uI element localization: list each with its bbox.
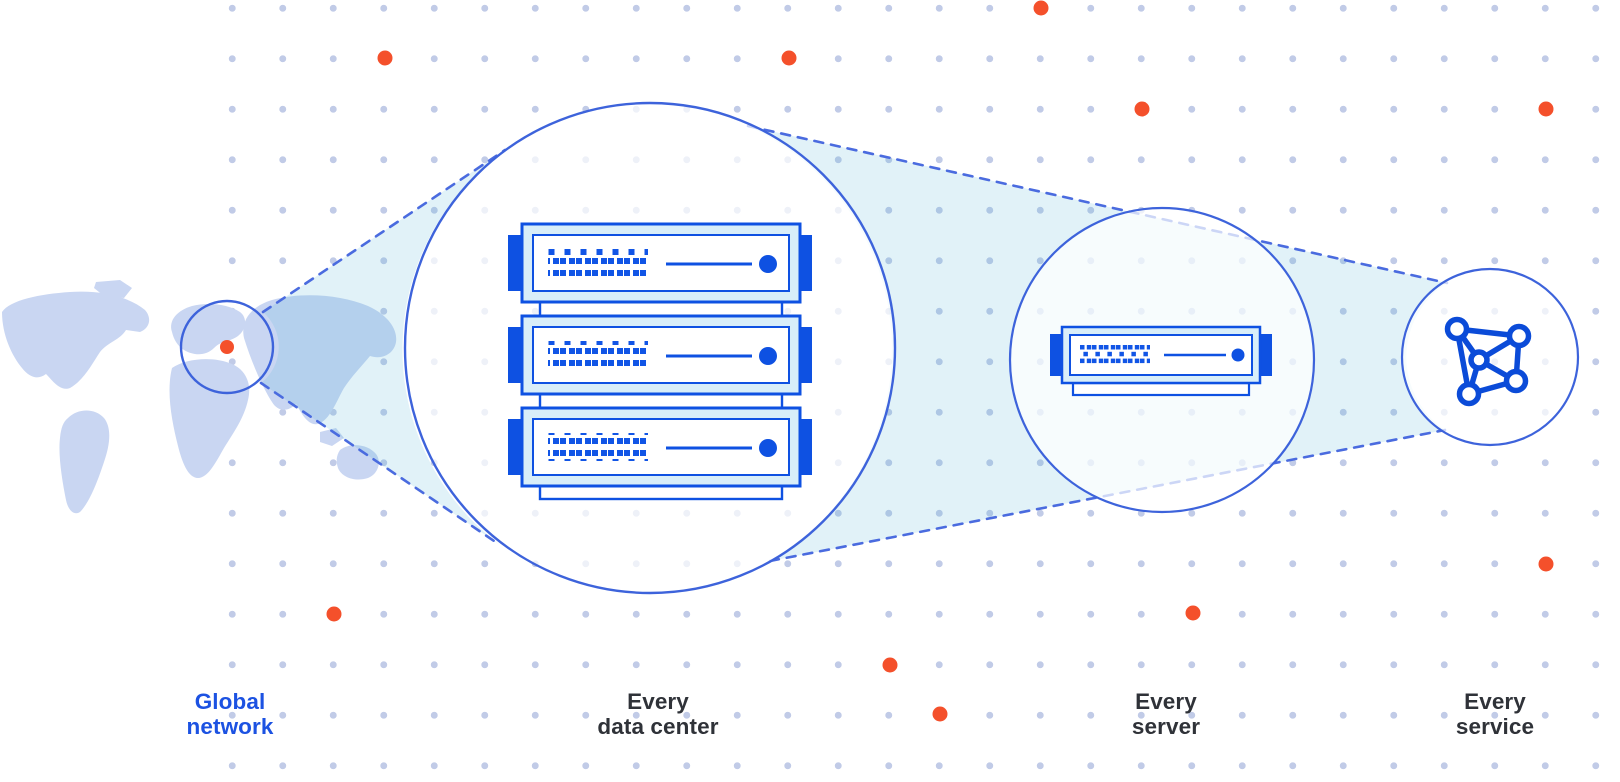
accent-dot (1134, 101, 1150, 117)
network-graph-icon (1444, 316, 1532, 407)
server-unit-2 (508, 314, 812, 396)
world-map-icon (2, 280, 397, 514)
label-line: service (1455, 714, 1535, 739)
accent-dot (1538, 101, 1554, 117)
server-unit-icon (1050, 325, 1272, 397)
label-line: server (1131, 714, 1201, 739)
label-line: Global (194, 689, 266, 714)
label-every-server: Every server (1132, 689, 1200, 739)
service-circle (1400, 267, 1580, 447)
zoom-beam-map-to-datacenter (261, 150, 505, 545)
label-line: network (186, 714, 274, 739)
accent-dot (1033, 0, 1049, 16)
label-every-service: Every service (1456, 689, 1534, 739)
label-line: Every (627, 689, 689, 714)
accent-dot (1185, 605, 1201, 621)
accent-dot (932, 706, 948, 722)
server-unit-1 (508, 222, 812, 304)
accent-dot (377, 50, 393, 66)
accent-dot (882, 657, 898, 673)
server-rack-icon (508, 222, 812, 501)
accent-dot (1538, 556, 1554, 572)
label-line: Every (1135, 689, 1197, 714)
label-global-network: Global network (187, 689, 274, 739)
label-line: Every (1464, 689, 1526, 714)
accent-dot (781, 50, 797, 66)
map-zoom-circle (179, 299, 275, 395)
accent-dot (326, 606, 342, 622)
accent-dots (220, 0, 1554, 722)
label-every-data-center: Every data center (597, 689, 718, 739)
label-line: data center (597, 714, 719, 739)
location-marker-dot (220, 340, 234, 354)
server-unit-3 (508, 406, 812, 488)
